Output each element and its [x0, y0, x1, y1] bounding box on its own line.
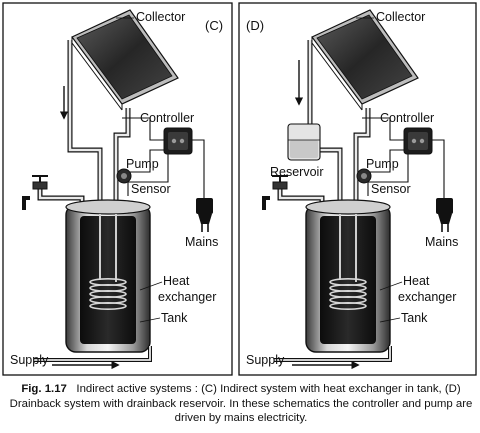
collector-label: Collector: [376, 10, 425, 24]
panel-d-frame: [238, 2, 477, 376]
figure-number: Fig. 1.17: [21, 383, 67, 395]
heat-exchanger-label-line2: exchanger: [398, 290, 456, 304]
panel-d: (D) Collector Controller Reservoir Pump …: [246, 10, 458, 370]
collector-label: Collector: [136, 10, 185, 24]
panel-letter: (D): [246, 18, 264, 33]
panel-d-artwork: [264, 10, 453, 360]
sensor-label: Sensor: [371, 182, 411, 196]
panel-letter: (C): [205, 18, 223, 33]
heat-exchanger-label-line1: Heat: [403, 274, 430, 288]
mains-label: Mains: [185, 235, 218, 249]
mains-label: Mains: [425, 235, 458, 249]
reservoir: [287, 123, 321, 161]
controller-label: Controller: [140, 111, 194, 125]
sensor-label: Sensor: [131, 182, 171, 196]
panel-c-frame: [2, 2, 233, 376]
heat-exchanger-label-line2: exchanger: [158, 290, 216, 304]
schematic-diagram: (C) Collector Controller Pump Sensor Mai…: [2, 2, 477, 376]
caption-text: Indirect active systems : (C) Indirect s…: [9, 383, 473, 424]
controller-label: Controller: [380, 111, 434, 125]
supply-label: Supply: [246, 353, 285, 367]
reservoir-label: Reservoir: [270, 165, 324, 179]
heat-exchanger-label-line1: Heat: [163, 274, 190, 288]
supply-label: Supply: [10, 353, 49, 367]
tank-label: Tank: [161, 311, 188, 325]
pump-label: Pump: [366, 157, 399, 171]
panel-c-artwork: [24, 10, 213, 360]
figure-caption: Fig. 1.17 Indirect active systems : (C) …: [6, 382, 476, 426]
tank-label: Tank: [401, 311, 428, 325]
panel-c: (C) Collector Controller Pump Sensor Mai…: [10, 10, 223, 370]
pump-label: Pump: [126, 157, 159, 171]
